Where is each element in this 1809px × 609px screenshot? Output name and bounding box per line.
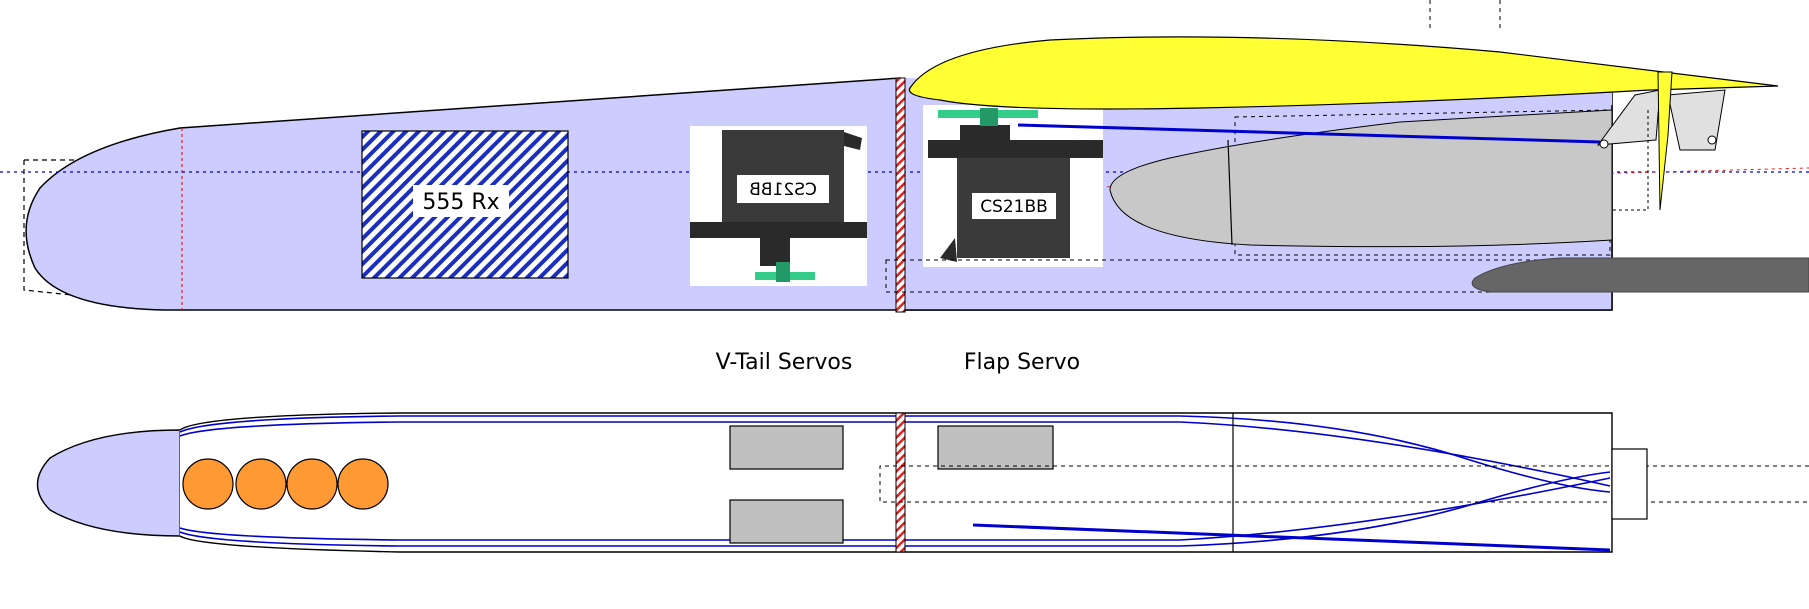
side-view: 555 Rx CS21BB CS21BB <box>0 0 1809 313</box>
top-view <box>36 412 1809 553</box>
control-horn-right <box>1667 89 1726 151</box>
battery-cell <box>337 458 389 510</box>
pushrod-side <box>1017 123 1601 144</box>
receiver-label: 555 Rx <box>422 190 499 215</box>
battery-cell <box>235 458 287 510</box>
flap-servo-side: CS21BB <box>923 105 1103 267</box>
pushrod-top <box>972 523 1611 552</box>
vtail-servo-pocket <box>729 425 844 470</box>
vtail-servos-caption: V-Tail Servos <box>716 350 853 375</box>
inner-wall-top-upper <box>179 415 1611 493</box>
bulkhead-top <box>895 412 906 553</box>
vtail-servo-pocket <box>729 499 844 544</box>
vtail-servo-label: CS21BB <box>749 180 817 200</box>
bulkhead-side <box>895 77 906 313</box>
flap-servo-label: CS21BB <box>980 197 1048 217</box>
inner-wall-top-upper2 <box>179 421 1611 487</box>
flap-yellow <box>1657 71 1673 211</box>
flap-servo-caption: Flap Servo <box>964 350 1080 375</box>
receiver-label-bg <box>413 185 509 217</box>
wing-airfoil <box>908 36 1779 110</box>
inner-wall-top-lower2 <box>179 477 1611 541</box>
wing-dashed-outline <box>1234 0 1611 256</box>
inner-wall-top-lower <box>179 471 1611 547</box>
flap-servo-pocket <box>937 425 1054 470</box>
vtail-servo-side: CS21BB <box>690 126 867 286</box>
boom-dashed-top <box>879 465 1809 503</box>
lower-boom <box>1471 257 1809 293</box>
battery-cell <box>182 458 234 510</box>
tail-boom-pod <box>1109 109 1613 248</box>
nose-top <box>36 429 181 537</box>
battery-cell <box>286 458 338 510</box>
tail-block-top <box>1611 448 1648 520</box>
